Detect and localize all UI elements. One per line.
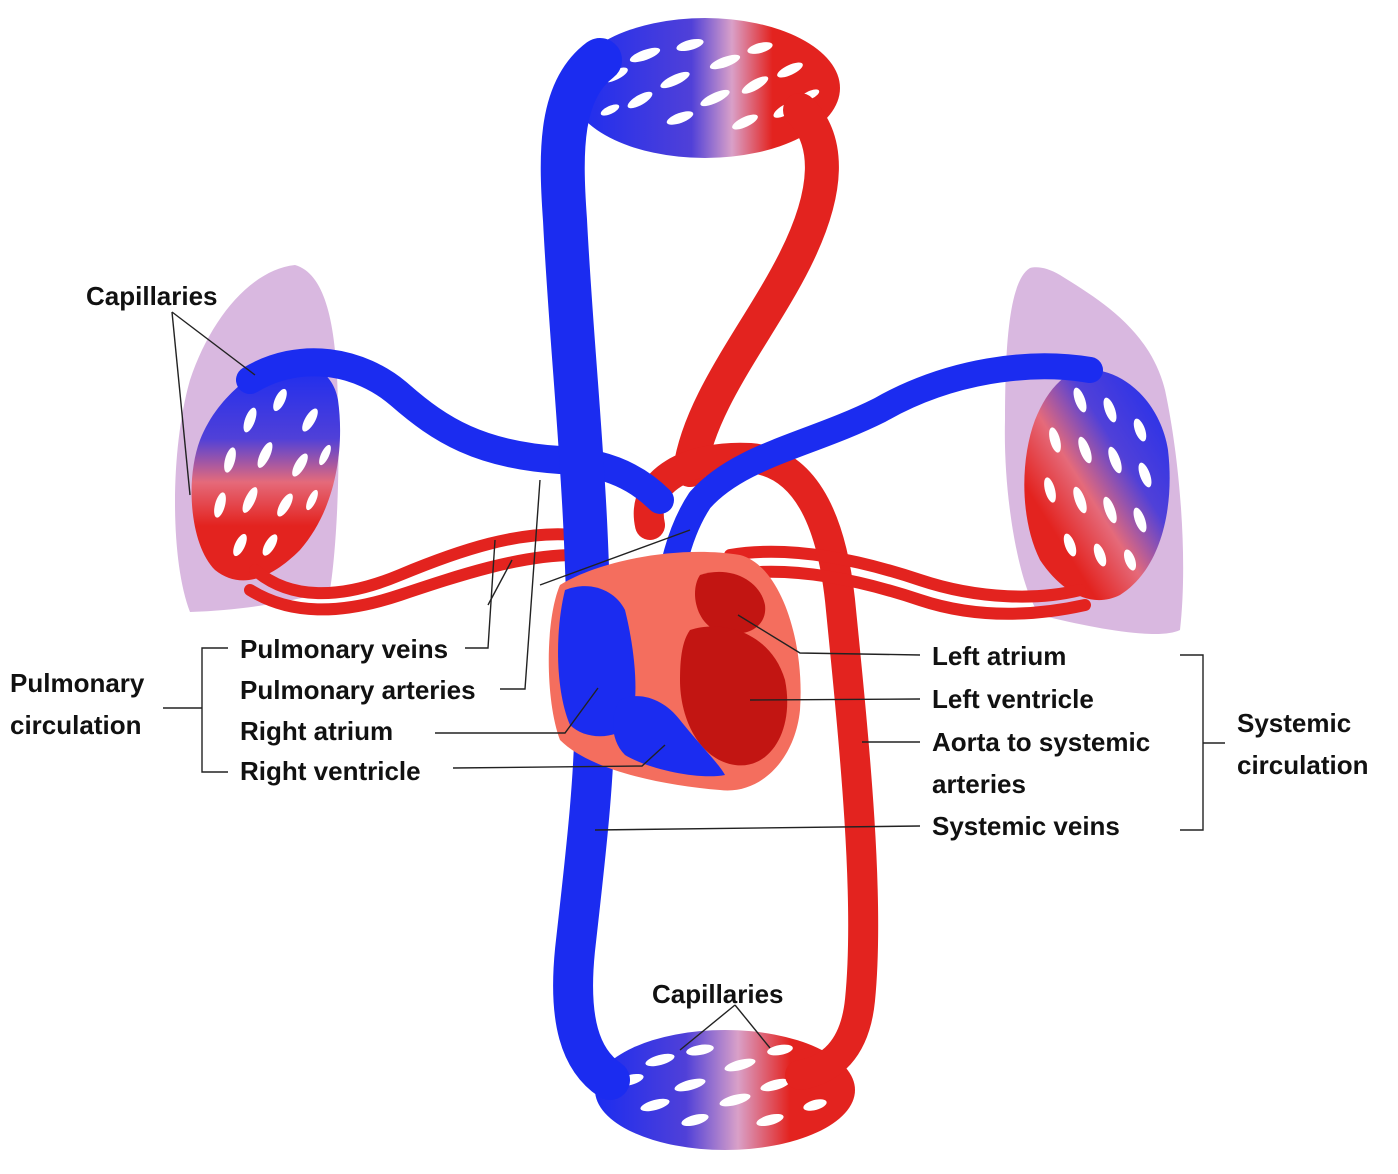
label-systemic-veins: Systemic veins: [932, 813, 1120, 839]
label-capillaries-top: Capillaries: [86, 283, 218, 309]
label-pulmonary-arteries: Pulmonary arteries: [240, 677, 476, 703]
label-capillaries-bottom: Capillaries: [652, 981, 784, 1007]
label-left-atrium: Left atrium: [932, 643, 1066, 669]
heart: [549, 552, 801, 791]
label-right-ventricle: Right ventricle: [240, 758, 421, 784]
aorta-to-upper-body: [690, 110, 822, 470]
label-right-atrium: Right atrium: [240, 718, 393, 744]
label-pulmonary-veins: Pulmonary veins: [240, 636, 448, 662]
label-pulmonary-circulation: Pulmonary circulation: [10, 663, 170, 746]
capillary-bed-lower-body: [595, 1030, 855, 1150]
capillary-bed-right-lung: [1024, 370, 1169, 601]
label-aorta: Aorta to systemic arteries: [932, 722, 1192, 805]
label-systemic-circulation: Systemic circulation: [1237, 703, 1387, 786]
label-left-ventricle: Left ventricle: [932, 686, 1094, 712]
